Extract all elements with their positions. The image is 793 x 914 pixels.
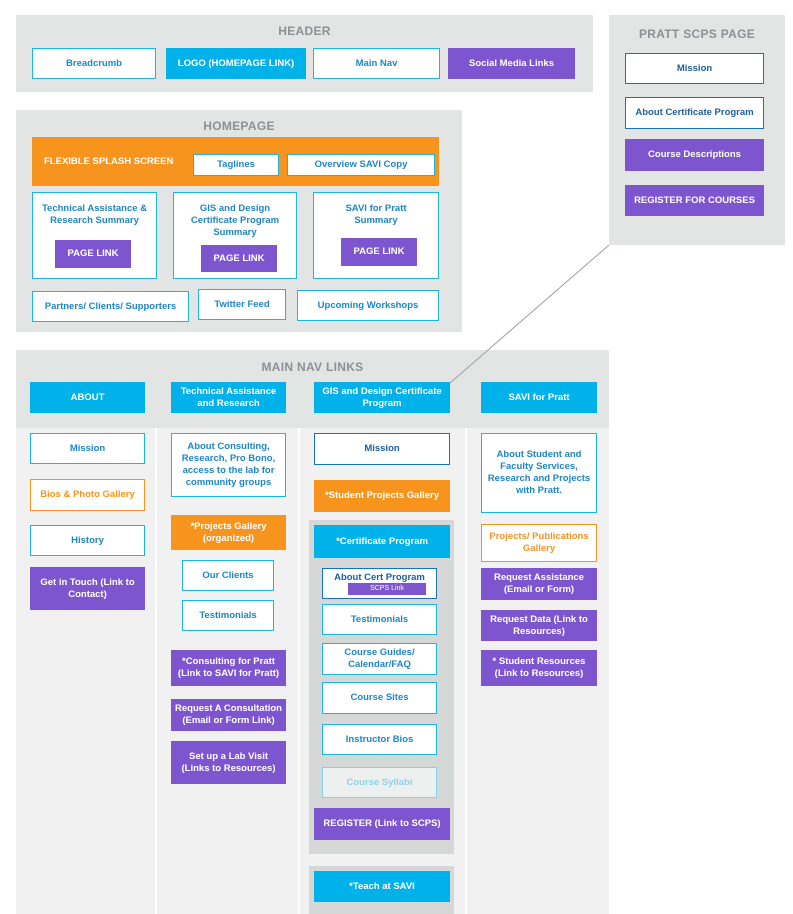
savi-page-link: PAGE LINK (341, 238, 417, 266)
gis-column-head: GIS and Design Certificate Program (314, 382, 450, 413)
savi-summary-box: SAVI for Pratt Summary PAGE LINK (313, 192, 439, 279)
pratt-about-cert-box: About Certificate Program (625, 97, 764, 129)
header-title: HEADER (278, 24, 331, 38)
header-panel: HEADER Breadcrumb LOGO (HOMEPAGE LINK) M… (16, 15, 593, 92)
savi-about-services-box: About Student and Faculty Services, Rese… (481, 433, 597, 513)
tech-request-consult-box: Request A Consultation (Email or Form Li… (171, 699, 286, 731)
savi-request-assistance-box: Request Assistance (Email or Form) (481, 568, 597, 600)
gis-about-cert-box: About Cert Program SCPS Link (322, 568, 437, 599)
partners-box: Partners/ Clients/ Supporters (32, 291, 189, 322)
savi-student-resources-box: * Student Resources (Link to Resources) (481, 650, 597, 686)
savi-request-data-box: Request Data (Link to Resources) (481, 610, 597, 641)
tech-summary-label: Technical Assistance & Research Summary (41, 203, 148, 226)
gis-summary-box: GIS and Design Certificate Program Summa… (173, 192, 297, 279)
scps-link-badge: SCPS Link (348, 583, 426, 595)
gis-mission-box: Mission (314, 433, 450, 465)
gis-course-syllabi-box: Course Syllabi (322, 767, 437, 798)
gis-student-projects-box: *Student Projects Gallery (314, 480, 450, 512)
about-bios-box: Bios & Photo Gallery (30, 479, 145, 511)
workshops-box: Upcoming Workshops (297, 290, 439, 321)
homepage-panel: HOMEPAGE FLEXIBLE SPLASH SCREEN Taglines… (16, 110, 462, 332)
gis-course-guides-box: Course Guides/ Calendar/FAQ (322, 643, 437, 675)
tech-page-link: PAGE LINK (55, 240, 131, 268)
tech-consulting-pratt-box: *Consulting for Pratt (Link to SAVI for … (171, 650, 286, 686)
savi-projects-gallery-box: Projects/ Publications Gallery (481, 524, 597, 562)
overview-savi-box: Overview SAVI Copy (287, 154, 435, 176)
gis-summary-label: GIS and Design Certificate Program Summa… (190, 203, 280, 238)
about-history-box: History (30, 525, 145, 556)
logo-box: LOGO (HOMEPAGE LINK) (166, 48, 306, 79)
pratt-register-box: REGISTER FOR COURSES (625, 185, 764, 216)
twitter-feed-box: Twitter Feed (198, 289, 286, 320)
main-nav-box: Main Nav (313, 48, 440, 79)
breadcrumb-box: Breadcrumb (32, 48, 156, 79)
tech-column-head: Technical Assistance and Research (171, 382, 286, 413)
savi-column-head: SAVI for Pratt (481, 382, 597, 413)
taglines-box: Taglines (193, 154, 279, 176)
pratt-scps-title: PRATT SCPS PAGE (638, 27, 756, 41)
tech-lab-visit-box: Set up a Lab Visit (Links to Resources) (171, 741, 286, 784)
pratt-scps-panel: PRATT SCPS PAGE Mission About Certificat… (609, 15, 785, 245)
gis-page-link: PAGE LINK (201, 245, 277, 272)
about-column-head: ABOUT (30, 382, 145, 413)
tech-summary-box: Technical Assistance & Research Summary … (32, 192, 157, 279)
savi-summary-label: SAVI for Pratt Summary (345, 203, 407, 226)
gis-cert-program-box: *Certificate Program (314, 525, 450, 558)
about-mission-box: Mission (30, 433, 145, 464)
gis-about-cert-label: About Cert Program (334, 572, 425, 583)
gis-teach-box: *Teach at SAVI (314, 871, 450, 902)
gis-course-sites-box: Course Sites (322, 682, 437, 714)
homepage-title: HOMEPAGE (203, 119, 275, 133)
tech-our-clients-box: Our Clients (182, 560, 274, 591)
gis-testimonials-box: Testimonials (322, 604, 437, 635)
social-media-box: Social Media Links (448, 48, 575, 79)
gis-register-box: REGISTER (Link to SCPS) (314, 808, 450, 840)
tech-projects-gallery-box: *Projects Gallery (organized) (171, 515, 286, 550)
tech-about-consulting-box: About Consulting, Research, Pro Bono, ac… (171, 433, 286, 497)
gis-instructor-bios-box: Instructor Bios (322, 724, 437, 755)
pratt-course-desc-box: Course Descriptions (625, 139, 764, 171)
pratt-mission-box: Mission (625, 53, 764, 84)
tech-testimonials-box: Testimonials (182, 600, 274, 631)
splash-screen-label: FLEXIBLE SPLASH SCREEN (44, 156, 174, 167)
about-get-in-touch-box: Get in Touch (Link to Contact) (30, 567, 145, 610)
main-nav-title: MAIN NAV LINKS (261, 360, 364, 374)
